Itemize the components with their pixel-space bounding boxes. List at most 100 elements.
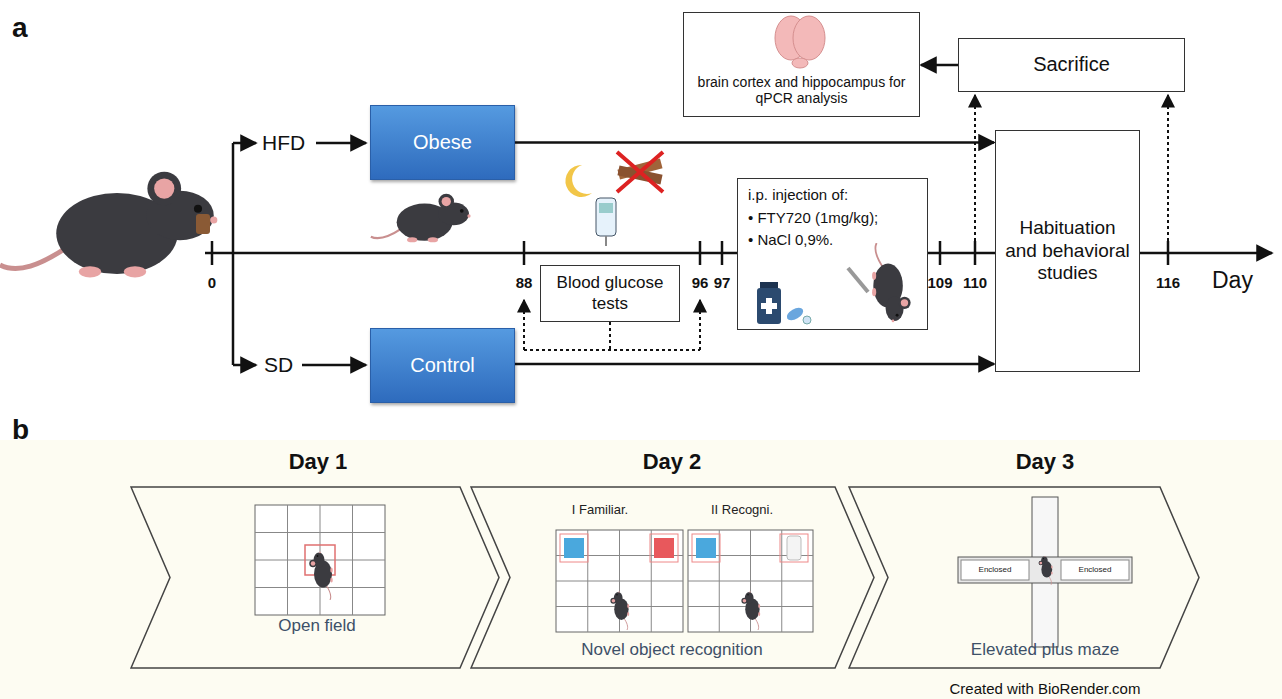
step-text: Open field — [278, 616, 356, 636]
object-recognition-arenas — [741, 591, 760, 630]
step-text: Day 1 — [289, 449, 348, 475]
plus-maze — [961, 560, 1029, 580]
diet-label: HFD — [262, 131, 305, 155]
object-recognition-arenas — [696, 538, 716, 558]
day-number: 88 — [516, 274, 533, 291]
fasting-icons — [565, 152, 663, 246]
mouse-illustration — [0, 172, 217, 278]
dotted-arrows — [699, 300, 701, 350]
object-recognition-arenas — [556, 530, 683, 632]
object-recognition-arenas — [610, 591, 629, 630]
object-recognition-arenas — [650, 534, 678, 562]
box-text: Obese — [413, 131, 472, 155]
object-recognition-arenas — [564, 538, 584, 558]
box-text: i.p. injection of: — [748, 186, 848, 204]
credit-note: Created with BioRender.com — [950, 680, 1141, 697]
panel-letter: b — [12, 414, 29, 446]
object-recognition-arenas — [692, 534, 720, 562]
step-text: I Familiar. — [572, 502, 628, 517]
injection-icons — [757, 243, 911, 324]
chevron-outline — [471, 487, 874, 668]
day-number: 96 — [692, 274, 709, 291]
connector-arrow — [515, 141, 994, 144]
object-recognition-arenas — [787, 536, 801, 560]
fasting-icons — [596, 198, 616, 236]
object-recognition-arenas — [654, 538, 674, 558]
connector-layer — [515, 65, 994, 364]
fasting-icons — [599, 203, 613, 213]
injection-icons — [803, 316, 811, 324]
group-branch-arrows — [233, 143, 366, 365]
fasting-icons — [617, 166, 662, 185]
day-number: 116 — [1156, 274, 1180, 291]
fasting-icons — [617, 152, 663, 192]
axis-label: Day — [1212, 267, 1253, 294]
dotted-arrows — [524, 322, 700, 350]
group-box: Control — [370, 328, 515, 403]
plus-maze — [1039, 556, 1053, 585]
group-branch-arrows — [233, 142, 256, 145]
brain-icon — [775, 16, 825, 68]
mouse-illustration — [371, 194, 471, 243]
test-day-chevron: Day 2I Familiar.II Recogni.Novel object … — [470, 445, 875, 670]
chevron-outline — [130, 445, 500, 670]
group-branch-arrows — [232, 143, 235, 365]
step-text: Day 2 — [643, 449, 702, 475]
injection-icons — [872, 243, 911, 322]
diet-label: SD — [264, 353, 293, 377]
connector-arrow — [921, 64, 958, 67]
day-number: 97 — [714, 274, 731, 291]
object-recognition-arenas — [780, 534, 808, 562]
object-recognition-arenas — [556, 530, 683, 632]
step-text: Enclosed — [1079, 565, 1112, 574]
chevron-outline — [470, 445, 875, 670]
panel-ground — [0, 440, 1282, 699]
mouse-illustration — [196, 214, 210, 234]
object-recognition-arenas — [688, 530, 813, 632]
box-text: Control — [410, 354, 474, 378]
injection-icons — [757, 288, 781, 324]
box-text: brain cortex and hippocampus for qPCR an… — [692, 74, 911, 107]
process-box: Blood glucose tests — [540, 265, 680, 322]
group-branch-arrows — [302, 364, 366, 367]
dotted-arrows — [523, 300, 525, 350]
object-recognition-arenas — [560, 534, 588, 562]
brain-icon — [793, 16, 825, 60]
timeline — [205, 252, 737, 255]
analysis-box: brain cortex and hippocampus for qPCR an… — [683, 12, 920, 117]
chevron-outline — [848, 445, 1200, 670]
open-field-arena — [255, 505, 385, 615]
step-text: II Recogni. — [711, 502, 773, 517]
injection-icons — [848, 268, 868, 292]
object-recognition-arenas — [688, 530, 813, 632]
step-text: Elevated plus maze — [971, 640, 1119, 660]
process-box: Sacrifice — [958, 38, 1185, 92]
group-box: Obese — [370, 105, 515, 180]
dotted-arrows — [1167, 95, 1169, 253]
step-text: Enclosed — [979, 565, 1012, 574]
step-text: Day 3 — [1016, 449, 1075, 475]
process-box: Habituation and behavioral studies — [995, 130, 1140, 372]
day-number: 0 — [208, 274, 216, 291]
plus-maze — [1061, 560, 1129, 580]
treatment-box: i.p. injection of:• FTY720 (1mg/kg);• Na… — [737, 178, 928, 330]
fasting-icons — [565, 165, 592, 197]
dotted-arrows — [974, 95, 976, 253]
box-text: Blood glucose tests — [547, 273, 673, 313]
injection-icons — [760, 282, 778, 289]
connector-arrow — [515, 363, 994, 366]
box-text: Habituation and behavioral studies — [1002, 217, 1133, 284]
panel-letter: a — [12, 12, 28, 44]
open-field-arena — [255, 505, 385, 615]
group-branch-arrows — [233, 364, 256, 367]
plus-maze — [958, 497, 1132, 647]
object-recognition-arenas — [556, 530, 813, 632]
test-day-chevron: Day 1 Open field — [130, 445, 500, 670]
group-branch-arrows — [316, 142, 366, 145]
test-day-chevron: Day 3 Enclosed EnclosedElevated plus maze — [848, 445, 1200, 670]
box-text: • FTY720 (1mg/kg); — [748, 209, 878, 227]
chevron-outline — [131, 487, 499, 668]
open-field-arena — [255, 505, 385, 615]
mouse-illustration — [0, 172, 471, 278]
chevron-outline — [849, 487, 1199, 668]
